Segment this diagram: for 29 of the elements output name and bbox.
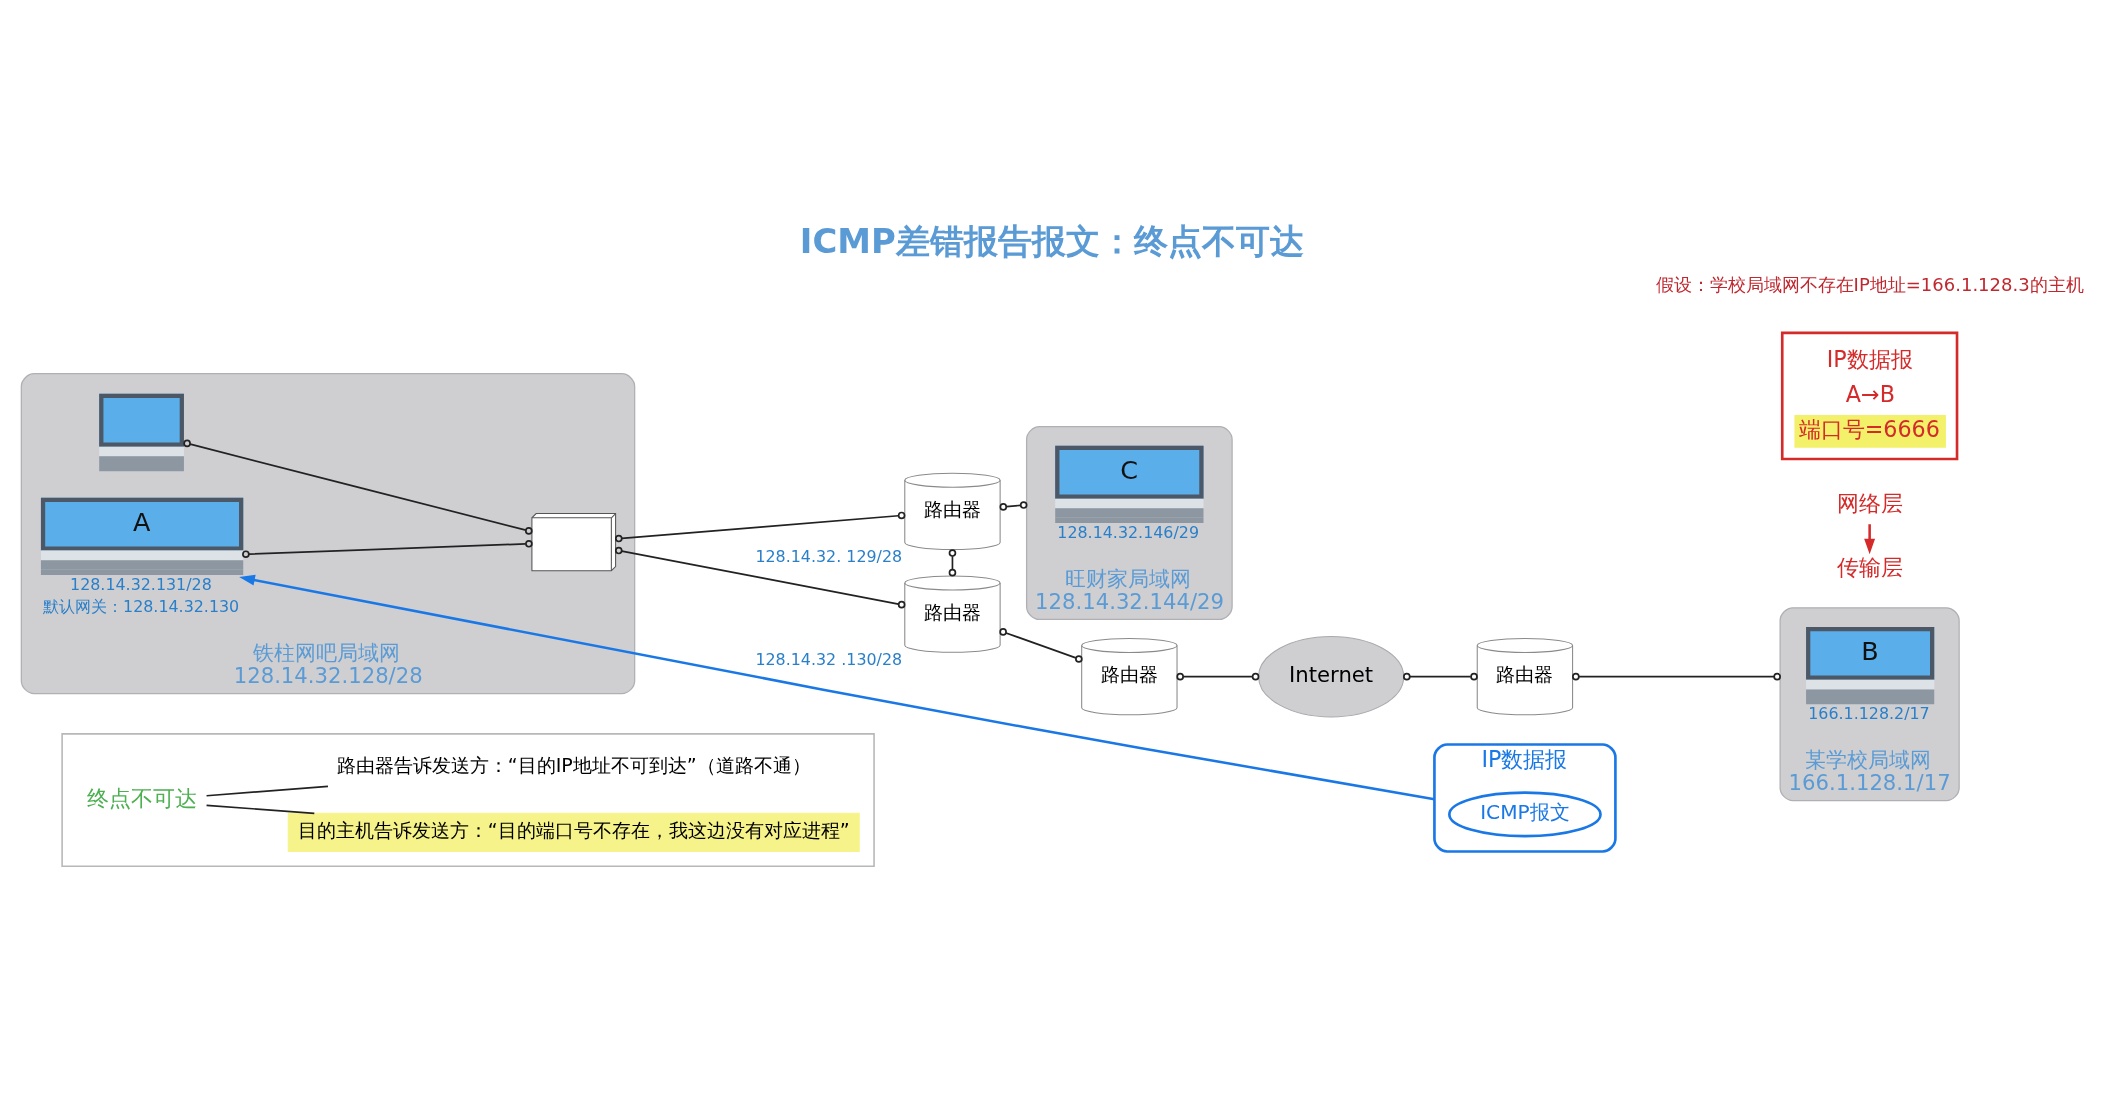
connector <box>614 511 906 543</box>
diagram-title: ICMP差错报告报文：终点不可达 <box>799 221 1304 261</box>
node-ellipse: ICMP报文 <box>1448 791 1602 838</box>
connector <box>205 804 316 815</box>
label: 假设：学校局域网不存在IP地址=166.1.128.3的主机 <box>1655 274 2084 296</box>
node-label: 128.14.32.131/28 <box>70 574 212 594</box>
node-text: 网络层 <box>1836 489 1903 516</box>
connector <box>614 546 906 609</box>
node-label: 166.1.128.2/17 <box>1808 704 1930 724</box>
node-box: 目的主机告诉发送方：“目的端口号不存在，我这边没有对应进程” <box>287 812 860 852</box>
arrow <box>239 574 1435 801</box>
connector <box>999 628 1083 663</box>
connector <box>1403 672 1478 681</box>
connector <box>1176 672 1260 681</box>
node-label: 128.14.32 .130/28 <box>755 650 903 670</box>
node-ellipse: Internet <box>1258 635 1405 718</box>
node-text: 传输层 <box>1836 554 1903 581</box>
node-box: IP数据报 A→B 端口号=6666 <box>1780 331 1959 461</box>
node-label: 128.14.32.146/29 <box>1057 522 1200 542</box>
node-text: 终点不可达 <box>86 785 197 812</box>
cluster <box>61 733 875 868</box>
connector <box>242 539 533 559</box>
arrow <box>1864 524 1876 555</box>
connector <box>1572 672 1781 681</box>
connector <box>205 785 329 797</box>
node-label: 128.14.32. 129/28 <box>755 547 903 567</box>
node-text: 路由器告诉发送方：“目的IP地址不可到达”（道路不通） <box>336 754 811 777</box>
connector <box>183 439 533 535</box>
node-label: 默认网关：128.14.32.130 <box>43 597 240 617</box>
